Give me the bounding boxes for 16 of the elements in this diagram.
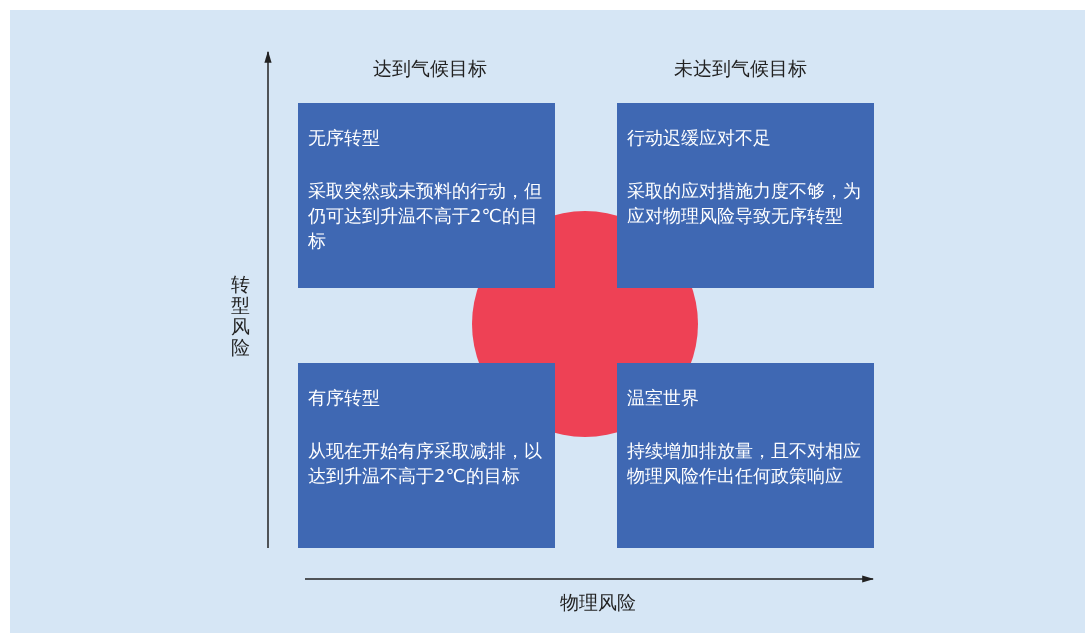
- column-heading: 未达到气候目标: [672, 56, 808, 81]
- quadrant-box: [617, 363, 874, 548]
- box-description: 采取突然或未预料的行动，但仍可达到升温不高于2℃的目标: [308, 179, 543, 253]
- quadrant-box: [617, 103, 874, 288]
- box-description: 持续增加排放量，且不对相应物理风险作出任何政策响应: [627, 439, 862, 488]
- box-heading: 温室世界: [627, 386, 700, 410]
- axis-label: 转型风险: [231, 274, 250, 358]
- quadrant-box: [298, 103, 555, 288]
- quadrant-box: [298, 363, 555, 548]
- axis-label: 物理风险: [559, 590, 637, 615]
- box-description: 从现在开始有序采取减排，以达到升温不高于2℃的目标: [308, 439, 543, 488]
- box-heading: 行动迟缓应对不足: [627, 126, 772, 150]
- column-heading: 达到气候目标: [372, 56, 488, 81]
- box-heading: 有序转型: [308, 386, 381, 410]
- box-heading: 无序转型: [308, 126, 381, 150]
- box-description: 采取的应对措施力度不够，为应对物理风险导致无序转型: [627, 179, 862, 228]
